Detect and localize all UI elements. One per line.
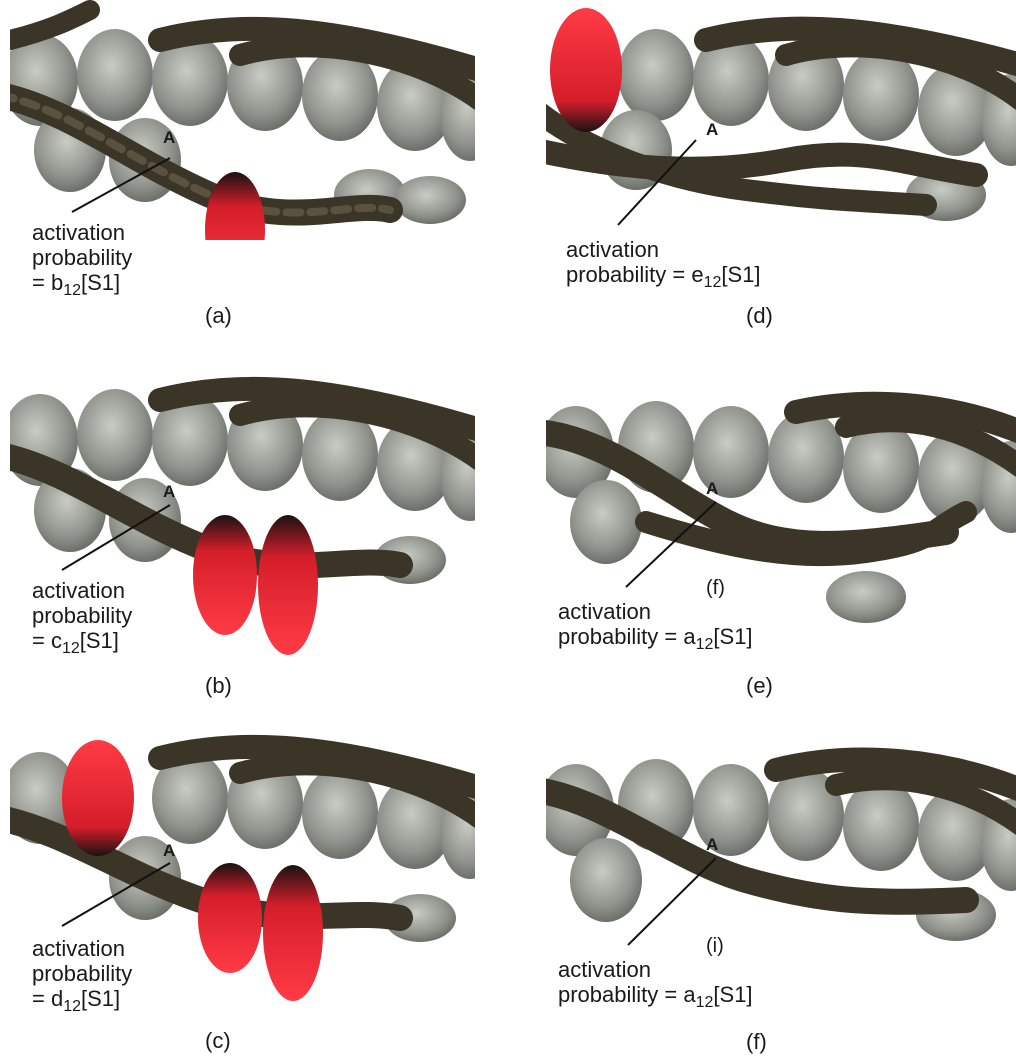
activation-label: activation probability = b12[S1] — [32, 220, 132, 298]
activation-label: activation probability = d12[S1] — [32, 936, 132, 1014]
leader-line — [546, 730, 1016, 1061]
panel-e: A (f) activation probability = a12[S1] (… — [546, 372, 1016, 705]
inner-caption: (f) — [706, 577, 725, 600]
panel-f: A (i) activation probability = a12[S1] (… — [546, 730, 1016, 1061]
panel-a: A activation probability = b12[S1] (a) — [10, 0, 475, 335]
panel-caption: (e) — [746, 673, 773, 699]
activation-label: activation probability = a12[S1] — [558, 957, 753, 1010]
panel-caption: (a) — [205, 303, 232, 329]
activation-label: activation probability = a12[S1] — [558, 599, 753, 652]
panel-c: A activation probability = d12[S1] (c) — [10, 718, 475, 1061]
leader-line — [546, 372, 1016, 705]
activation-label: activation probability = e12[S1] — [566, 237, 761, 290]
panel-caption: (b) — [205, 673, 232, 699]
inner-caption: (i) — [706, 935, 724, 958]
panel-caption: (f) — [746, 1029, 767, 1055]
activation-label: activation probability = c12[S1] — [32, 578, 132, 656]
panel-b: A activation probability = c12[S1] (b) — [10, 360, 475, 705]
panel-caption: (c) — [205, 1028, 231, 1054]
panel-caption: (d) — [746, 303, 773, 329]
panel-d: A activation probability = e12[S1] (d) — [546, 0, 1016, 335]
